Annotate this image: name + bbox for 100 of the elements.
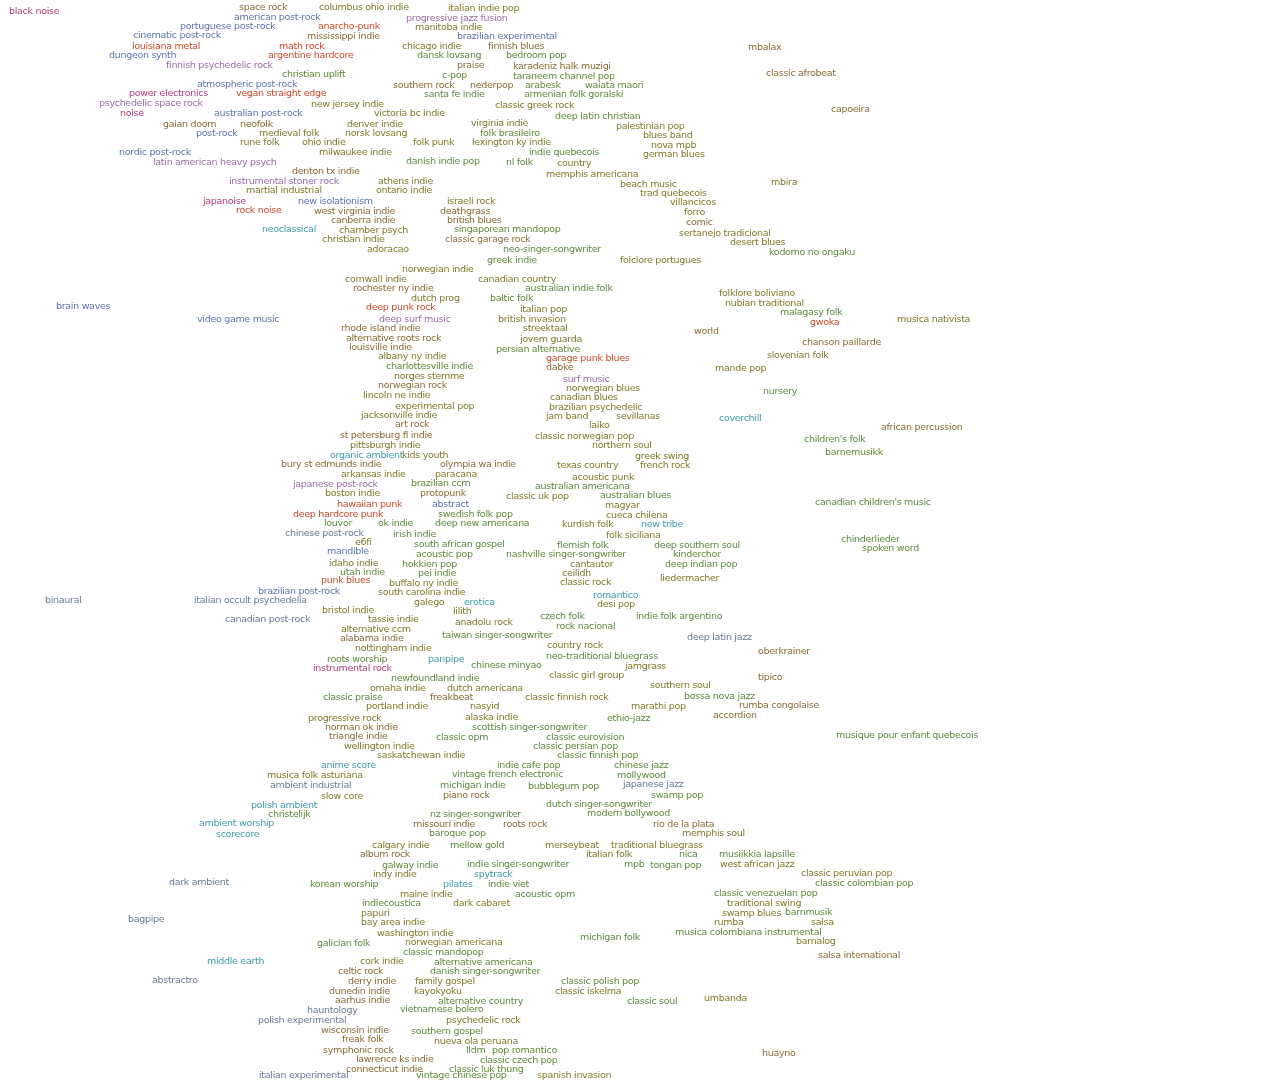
genre-label: mollywood: [617, 769, 666, 780]
genre-label: umbanda: [704, 992, 747, 1003]
genre-label: acoustic opm: [515, 888, 575, 899]
genre-label: lexington ky indie: [472, 136, 551, 147]
genre-label: swedish folk pop: [438, 508, 513, 519]
genre-label: washington indie: [377, 927, 454, 938]
genre-label: classic polish pop: [561, 975, 640, 986]
genre-label: cantautor: [570, 558, 614, 569]
genre-label: british invasion: [498, 313, 566, 324]
genre-label: acoustic pop: [416, 548, 473, 559]
genre-label: classic finnish rock: [525, 691, 609, 702]
genre-label: maine indie: [400, 888, 453, 899]
genre-label: indiecoustica: [362, 897, 421, 908]
genre-label: galego: [414, 596, 445, 607]
genre-label: deep indian pop: [665, 558, 738, 569]
genre-label: buffalo ny indie: [389, 577, 459, 588]
genre-label: galway indie: [382, 859, 439, 870]
genre-label: rock nacional: [556, 620, 616, 631]
genre-label: albany ny indie: [378, 350, 447, 361]
genre-label: traditional bluegrass: [611, 839, 703, 850]
genre-label: middle earth: [207, 955, 265, 966]
genre-label: milwaukee indie: [319, 146, 392, 157]
genre-label: e6fi: [355, 536, 372, 547]
genre-label: saskatchewan indie: [377, 749, 466, 760]
genre-label: jovem guarda: [520, 333, 583, 344]
genre-label: folk punk: [413, 136, 455, 147]
genre-label: arkansas indie: [341, 468, 406, 479]
genre-label: classic greek rock: [495, 99, 575, 110]
genre-label: barnalog: [796, 935, 836, 946]
genre-label: piano rock: [443, 789, 490, 800]
genre-label: garage punk blues: [546, 352, 630, 363]
genre-label: new isolationism: [298, 195, 373, 206]
genre-label: praise: [457, 59, 485, 70]
genre-label: musica nativista: [897, 313, 971, 324]
genre-label: south african gospel: [414, 538, 505, 549]
genre-label: indie viet: [488, 878, 530, 889]
genre-label: psychedelic rock: [446, 1014, 521, 1025]
genre-label: southern rock: [393, 79, 455, 90]
genre-label: surf music: [563, 373, 610, 384]
genre-label: spoken word: [862, 542, 919, 553]
genre-label: classic uk pop: [506, 490, 569, 501]
genre-label: martial industrial: [246, 184, 322, 195]
genre-label: jam band: [546, 410, 589, 421]
genre-label: slow core: [321, 790, 364, 801]
genre-label: deathgrass: [440, 205, 491, 216]
genre-label: chicago indie: [402, 40, 462, 51]
genre-label: brazilian post-rock: [258, 585, 340, 596]
genre-label: abstractro: [152, 974, 198, 985]
genre-label: southern soul: [650, 679, 711, 690]
genre-label: michigan folk: [580, 931, 641, 942]
genre-label: folk siciliana: [606, 529, 661, 540]
genre-label: folklore boliviano: [719, 287, 795, 298]
genre-label: art rock: [395, 418, 430, 429]
genre-label: danish indie pop: [406, 155, 480, 166]
genre-label: anarcho-punk: [318, 20, 380, 31]
genre-label: magyar: [605, 499, 640, 510]
genre-label: rock noise: [236, 204, 282, 215]
genre-label: derry indie: [348, 975, 397, 986]
genre-label: baroque pop: [429, 827, 486, 838]
genre-label: rune folk: [240, 136, 280, 147]
genre-label: classic girl group: [549, 669, 624, 680]
genre-label: celtic rock: [338, 965, 384, 976]
genre-label: classic colombian pop: [815, 877, 914, 888]
genre-label: japanese post-rock: [293, 478, 378, 489]
genre-label: mellow gold: [450, 839, 505, 850]
genre-label: desi pop: [597, 598, 635, 609]
genre-label: irish indie: [393, 528, 437, 539]
genre-label: black noise: [9, 5, 60, 16]
genre-label: memphis americana: [546, 168, 639, 179]
genre-label: anime score: [321, 759, 376, 770]
genre-label: canadian country: [478, 273, 556, 284]
genre-label: musica folk asturiana: [267, 769, 363, 780]
genre-label: classic rock: [560, 576, 612, 587]
genre-label: neo-traditional bluegrass: [546, 650, 658, 661]
genre-label: traditional swing: [727, 897, 802, 908]
genre-label: hokkien pop: [402, 558, 457, 569]
genre-label: new tribe: [641, 518, 684, 529]
genre-label: indie singer-songwriter: [467, 858, 570, 869]
genre-label: dunedin indie: [329, 985, 390, 996]
genre-label: alternative ccm: [341, 623, 411, 634]
genre-label: malagasy folk: [780, 306, 843, 317]
genre-label: romantico: [593, 589, 639, 600]
genre-label: classic czech pop: [480, 1054, 558, 1065]
genre-label: villancicos: [670, 196, 716, 207]
genre-label: gwoka: [810, 316, 840, 327]
genre-label: erotica: [464, 596, 495, 607]
genre-label: classic mandopop: [403, 946, 484, 957]
genre-label: bristol indie: [322, 604, 374, 615]
genre-label: medieval folk: [259, 127, 320, 138]
genre-label: armenian folk goralski: [524, 88, 624, 99]
genre-label: swamp pop: [651, 789, 704, 800]
genre-label: experimental pop: [395, 400, 475, 411]
genre-label: taraneem channel pop: [513, 70, 615, 81]
genre-label: coverchill: [719, 412, 762, 423]
genre-label: west virginia indie: [314, 205, 395, 216]
genre-label: taiwan singer-songwriter: [442, 629, 553, 640]
genre-label: laiko: [589, 419, 610, 430]
genre-label: czech folk: [540, 610, 585, 621]
genre-label: brazilian ccm: [411, 477, 471, 488]
genre-label: ambient industrial: [270, 779, 352, 790]
